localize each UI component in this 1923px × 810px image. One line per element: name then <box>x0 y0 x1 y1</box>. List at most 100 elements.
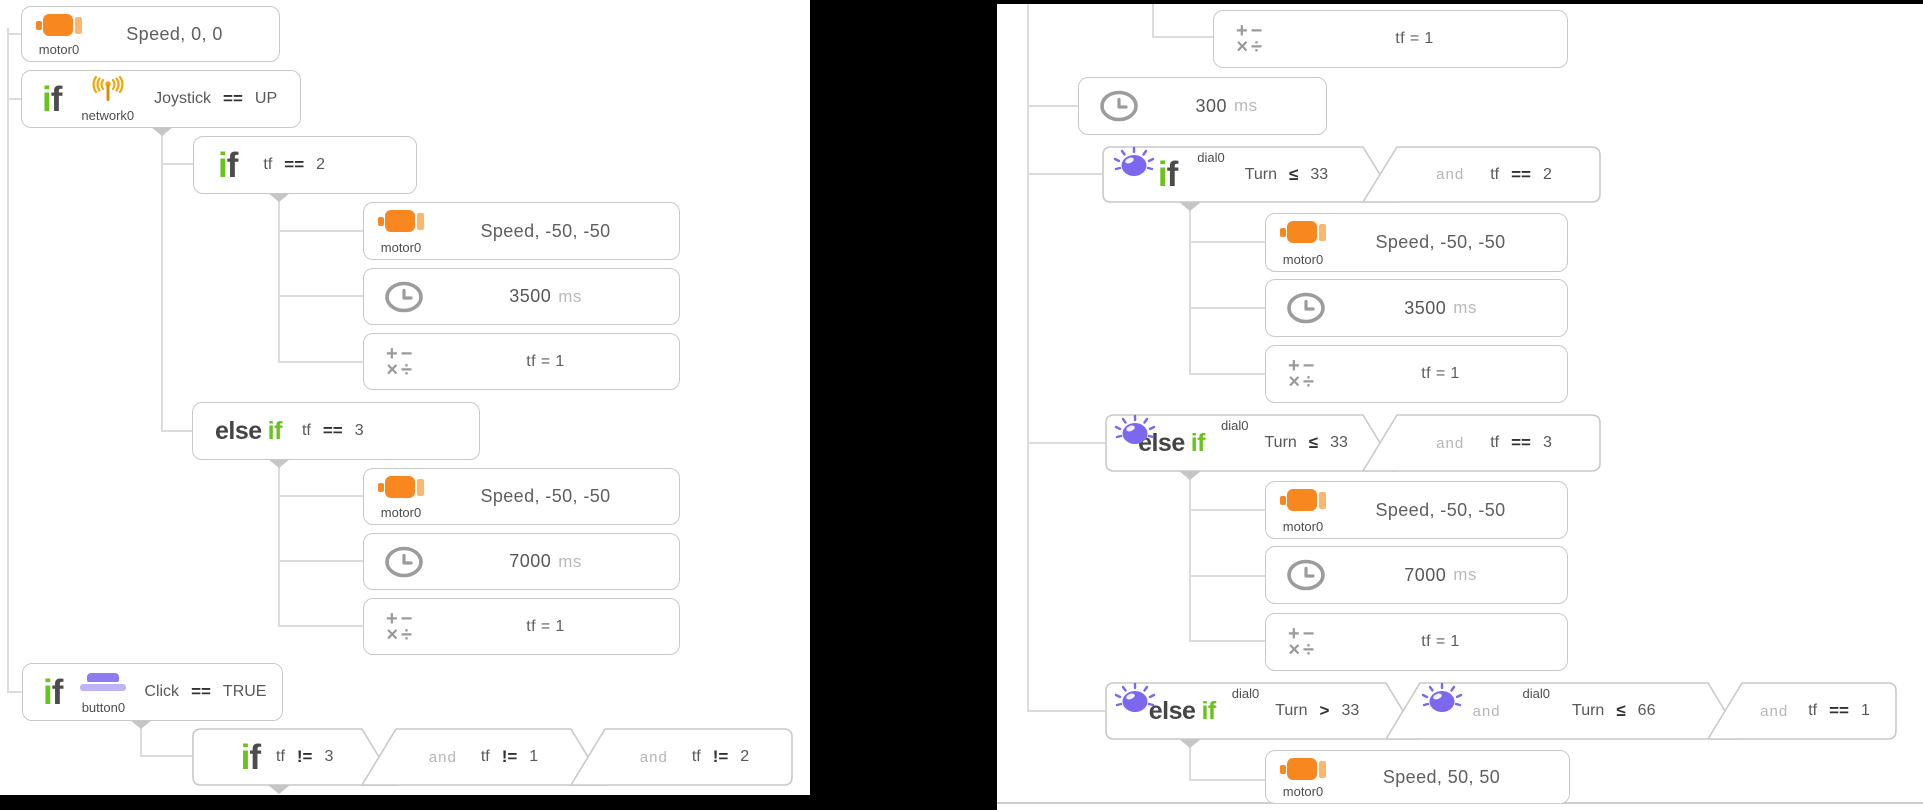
block-text: tf = 1 <box>1421 365 1460 382</box>
condition: tf==3 <box>301 421 364 440</box>
motor-icon <box>378 475 424 499</box>
motor-speed-block[interactable]: motor0 Speed, -50, -50 <box>1265 213 1568 272</box>
left-canvas-panel[interactable] <box>0 0 810 795</box>
if-condition-chain: if dial0 Turn≤33 and tf==2 <box>1102 146 1601 203</box>
block-text: Speed, -50, -50 <box>480 486 611 506</box>
if-keyword: if <box>218 145 238 185</box>
antenna-icon <box>92 75 124 103</box>
branch-connector-icon <box>1179 471 1201 480</box>
module-label: dial0 <box>1231 686 1260 701</box>
module-label: button0 <box>81 700 126 715</box>
module-badge: motor0 <box>36 13 82 57</box>
clock-icon <box>1287 559 1325 591</box>
chain-condition-1[interactable]: if tf!=3 <box>196 728 378 786</box>
if-block[interactable]: if tf==2 <box>193 136 417 194</box>
motor-icon <box>1280 220 1326 244</box>
connector-line <box>7 28 9 693</box>
module-label: dial0 <box>1522 686 1551 701</box>
motor-icon <box>36 13 82 37</box>
chain-condition-3[interactable]: and tf!=2 <box>639 747 750 766</box>
condition: tf!=3 <box>276 747 334 766</box>
math-icon: +−×÷ <box>386 342 416 381</box>
chain-condition-2[interactable]: and dial0 Turn≤66 <box>1420 682 1708 740</box>
module-badge: dial0 <box>1114 414 1249 468</box>
condition-shape <box>1102 146 1398 203</box>
module-badge: dial0 <box>1114 682 1260 736</box>
branch-connector-icon <box>268 193 290 202</box>
if-button-block[interactable]: if button0 Click==TRUE <box>22 663 283 721</box>
condition: Click==TRUE <box>144 682 267 701</box>
chain-condition-3[interactable]: and tf==1 <box>1760 701 1870 720</box>
motor-speed-block[interactable]: motor0 Speed, 50, 50 <box>1265 750 1570 804</box>
connector-line <box>1027 710 1105 712</box>
condition: Turn>33 <box>1275 701 1360 720</box>
connector-line <box>7 33 21 35</box>
module-badge: motor0 <box>378 209 424 255</box>
chain-condition-2[interactable]: and tf==3 <box>1436 433 1552 452</box>
branch-connector-icon <box>268 785 290 794</box>
motor-speed-block[interactable]: motor0 Speed, -50, -50 <box>363 202 680 260</box>
connector-line <box>1027 105 1078 107</box>
module-label: dial0 <box>1221 418 1249 433</box>
connector-line <box>1189 575 1265 577</box>
condition: Turn≤33 <box>1264 433 1348 452</box>
button-icon <box>80 669 127 691</box>
connector-line <box>278 560 363 562</box>
module-badge: motor0 <box>378 475 424 520</box>
module-label: network0 <box>81 108 135 123</box>
math-block[interactable]: +−×÷ tf = 1 <box>1265 345 1568 403</box>
branch-connector-icon <box>130 720 152 729</box>
math-block[interactable]: +−×÷ tf = 1 <box>363 598 680 655</box>
if-keyword: if <box>43 672 63 712</box>
math-icon: +−×÷ <box>1288 355 1318 393</box>
right-canvas-panel[interactable] <box>997 4 1923 810</box>
connector-line <box>278 625 363 627</box>
connector-line <box>1152 4 1154 38</box>
condition: tf!=2 <box>691 747 750 766</box>
condition: Turn≤33 <box>1244 164 1329 184</box>
if-joystick-block[interactable]: if network0 Joystick==UP <box>21 70 301 128</box>
chain-condition-1[interactable]: if dial0 Turn≤33 <box>1112 146 1374 203</box>
connector-line <box>1189 472 1191 642</box>
connector-line <box>161 430 192 432</box>
module-badge: button0 <box>80 669 127 715</box>
connector-line <box>278 495 363 497</box>
module-badge: network0 <box>81 75 134 123</box>
block-text: Speed, 0, 0 <box>126 23 223 44</box>
condition-shape <box>1707 682 1897 740</box>
chain-condition-2[interactable]: and tf==2 <box>1436 164 1552 184</box>
condition-shape <box>1105 414 1398 472</box>
block-text: tf = 1 <box>1421 633 1460 650</box>
connector-line <box>140 755 192 757</box>
connector-line <box>7 98 21 100</box>
motor-speed-block[interactable]: motor0 Speed, -50, -50 <box>363 468 680 525</box>
chain-condition-2[interactable]: and tf!=1 <box>428 747 539 766</box>
motor-speed-block[interactable]: motor0 Speed, -50, -50 <box>1265 481 1568 539</box>
condition: Turn≤66 <box>1572 701 1656 720</box>
math-block[interactable]: +−×÷ tf = 1 <box>1265 613 1568 671</box>
connector-line <box>161 163 193 165</box>
math-block[interactable]: +−×÷ tf = 1 <box>363 333 680 390</box>
connector-line <box>278 194 280 363</box>
dial-icon <box>1113 146 1155 177</box>
motor-speed-block[interactable]: motor0 Speed, 0, 0 <box>21 6 280 62</box>
math-block[interactable]: +−×÷ tf = 1 <box>1213 10 1568 68</box>
connector-line <box>1189 640 1265 642</box>
connector-line <box>278 230 363 232</box>
block-text: Speed, -50, -50 <box>1375 232 1506 252</box>
motor-icon <box>1280 488 1326 512</box>
connector-line <box>1189 779 1265 781</box>
